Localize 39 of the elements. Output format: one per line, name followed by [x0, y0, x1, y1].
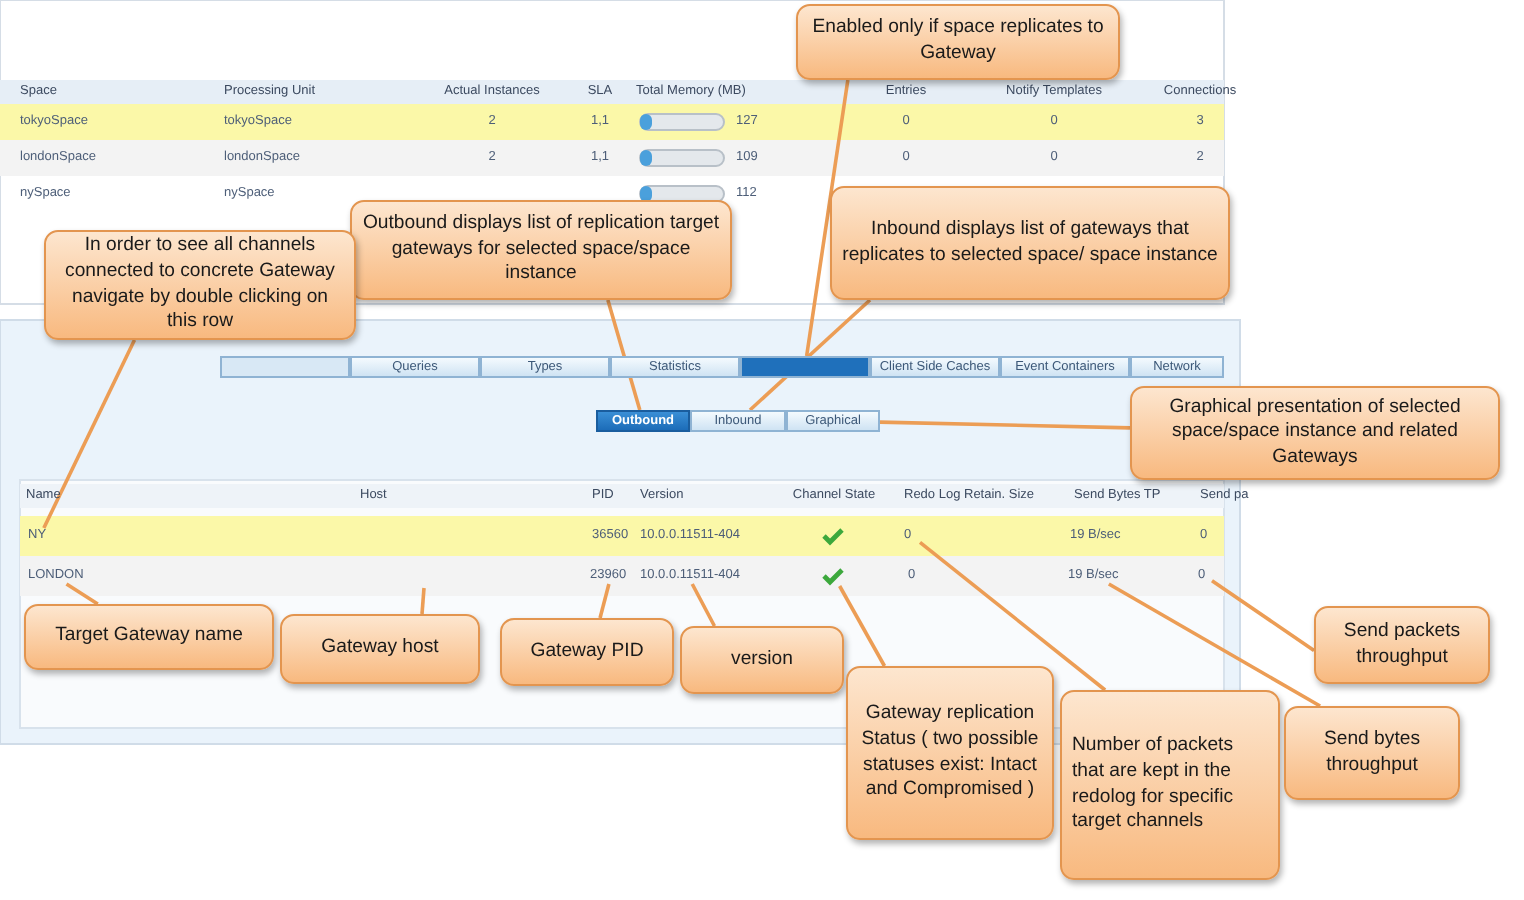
leader-line — [65, 582, 99, 606]
leader-line — [838, 585, 887, 667]
callout-text: Send packets throughput — [1341, 619, 1463, 671]
callout-text: Gateway PID — [530, 639, 644, 665]
tab — [740, 356, 870, 378]
tab — [220, 356, 350, 378]
callout-text: Number of packets that are kept in the redolog for specific target channels — [1072, 734, 1236, 836]
leader-line — [804, 79, 850, 357]
leader-line — [420, 587, 426, 615]
callout-box — [830, 186, 1230, 300]
callout-text: Target Gateway name — [55, 624, 243, 650]
callout-box — [350, 200, 732, 300]
callout-box — [1284, 706, 1460, 800]
callout-text: Inbound displays list of gateways that replicates to selected space/ space instance — [842, 217, 1218, 269]
callout-box — [1314, 606, 1490, 684]
leader-line — [690, 583, 717, 627]
callout-box — [1130, 386, 1500, 480]
callout-text: version — [731, 647, 793, 673]
check-icon — [822, 566, 846, 586]
callout-text: In order to see all channels connected to concrete Gateway navigate by double clicking on this row — [63, 234, 337, 336]
callout-box — [680, 626, 844, 694]
callout-box — [1060, 690, 1280, 880]
callout-text: Send bytes throughput — [1321, 727, 1422, 779]
callout-text: Graphical presentation of selected space/space instance and related Gateways — [1167, 395, 1463, 471]
leader-line — [42, 339, 137, 529]
callout-box — [24, 604, 274, 670]
callout-text: Outbound displays list of replication target gateways for selected space/space instance — [362, 212, 720, 288]
leader-line — [1107, 582, 1321, 708]
callout-box — [280, 614, 480, 684]
callout-text: Enabled only if space replicates to Gateway — [810, 16, 1106, 68]
leader-line — [1211, 579, 1315, 652]
leader-line — [598, 583, 611, 619]
callout-text: Gateway host — [321, 636, 439, 662]
callout-box — [44, 230, 356, 340]
callout-box — [500, 618, 674, 686]
leader-line — [879, 420, 1131, 430]
callout-text: Gateway replication Status ( two possible statuses exist: Intact and Compromised ) — [859, 702, 1041, 804]
callout-box — [846, 666, 1054, 840]
callout-box — [796, 4, 1120, 80]
